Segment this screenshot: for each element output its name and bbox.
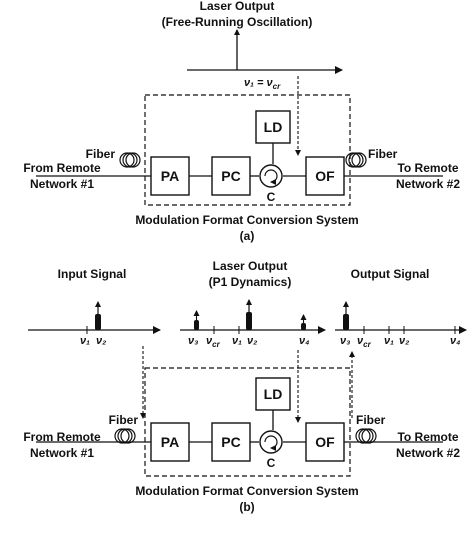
spec3-nu3: ν₃	[340, 335, 350, 347]
to-remote-label-b: To Remote	[397, 430, 458, 444]
spec3-nu1: ν₁	[384, 335, 394, 347]
from-remote-label: From Remote	[23, 161, 101, 175]
spec1-nu1: ν₁	[80, 335, 90, 347]
input-peak-nu2	[95, 314, 101, 330]
to-remote-network: Network #2	[396, 177, 460, 191]
spectrum-axis-a	[187, 29, 343, 74]
block-of-a	[305, 156, 345, 196]
block-ld-b	[255, 377, 291, 411]
circulator-icon-a	[259, 164, 283, 188]
laser-sideband-nu3	[194, 320, 199, 330]
fiber-label-right: Fiber	[368, 147, 398, 161]
laser-sideband-nu4	[301, 323, 306, 330]
spec3-nu2: ν₂	[399, 335, 409, 347]
laser-output-title-b: Laser Output	[213, 259, 288, 273]
from-remote-network-b: Network #1	[30, 446, 94, 460]
system-boundary-a	[144, 94, 351, 206]
spectrum-input	[28, 301, 161, 334]
caption-b: (b)	[239, 500, 254, 514]
to-remote-network-b: Network #2	[396, 446, 460, 460]
system-label-b: Modulation Format Conversion System	[135, 484, 358, 498]
block-pc-a	[211, 156, 251, 196]
block-pc-label: PC	[221, 168, 240, 184]
fiber-label-left-b: Fiber	[109, 413, 139, 427]
block-pa-a	[150, 156, 190, 196]
nu1-equals-nucr-label: ν₁ = νcr	[244, 77, 281, 91]
circulator-label-b: C	[267, 456, 276, 470]
spec2-nucr: νcr	[206, 335, 221, 349]
system-boundary-b	[144, 367, 351, 477]
fiber-label-right-b: Fiber	[356, 413, 386, 427]
output-peak-nu3	[343, 314, 349, 330]
spec2-nu2: ν₂	[247, 335, 257, 347]
spec3-nucr: νcr	[357, 335, 372, 349]
block-pc-b	[211, 422, 251, 462]
laser-output-subtitle: (Free-Running Oscillation)	[162, 15, 313, 29]
spectrum-output	[335, 301, 467, 334]
fiber-coil-left-b	[114, 428, 136, 444]
laser-output-title: Laser Output	[200, 0, 275, 13]
block-of-label: OF	[315, 168, 335, 184]
block-pa-label: PA	[161, 168, 179, 184]
circulator-label-a: C	[267, 190, 276, 204]
laser-output-subtitle-b: (P1 Dynamics)	[209, 275, 292, 289]
output-signal-title: Output Signal	[351, 267, 430, 281]
spec3-nu4: ν₄	[450, 335, 461, 347]
block-ld-label: LD	[264, 119, 283, 135]
spec2-nu1: ν₁	[232, 335, 242, 347]
panel-a: Laser Output (Free-Running Oscillation) …	[23, 0, 460, 243]
panel-b: Input Signal Laser Output (P1 Dynamics) …	[23, 259, 467, 514]
spec1-nu2: ν₂	[96, 335, 106, 347]
spec2-nu4: ν₄	[299, 335, 310, 347]
spec2-nu3: ν₃	[188, 335, 198, 347]
block-pa-label-b: PA	[161, 434, 179, 450]
fiber-coil-left-a	[119, 152, 141, 168]
laser-peak-nu2	[246, 312, 252, 330]
circulator-icon-b	[259, 430, 283, 454]
block-ld-a	[255, 110, 291, 144]
block-pc-label-b: PC	[221, 434, 240, 450]
block-of-label-b: OF	[315, 434, 335, 450]
fiber-coil-right-a	[345, 152, 367, 168]
block-of-b	[305, 422, 345, 462]
from-remote-label-b: From Remote	[23, 430, 101, 444]
block-ld-label-b: LD	[264, 386, 283, 402]
input-signal-title: Input Signal	[58, 267, 127, 281]
spectrum-laser	[180, 299, 326, 334]
fiber-coil-right-b	[355, 428, 377, 444]
to-remote-label: To Remote	[397, 161, 458, 175]
from-remote-network: Network #1	[30, 177, 94, 191]
system-label-a: Modulation Format Conversion System	[135, 213, 358, 227]
block-pa-b	[150, 422, 190, 462]
fiber-label-left: Fiber	[86, 147, 116, 161]
caption-a: (a)	[240, 229, 255, 243]
